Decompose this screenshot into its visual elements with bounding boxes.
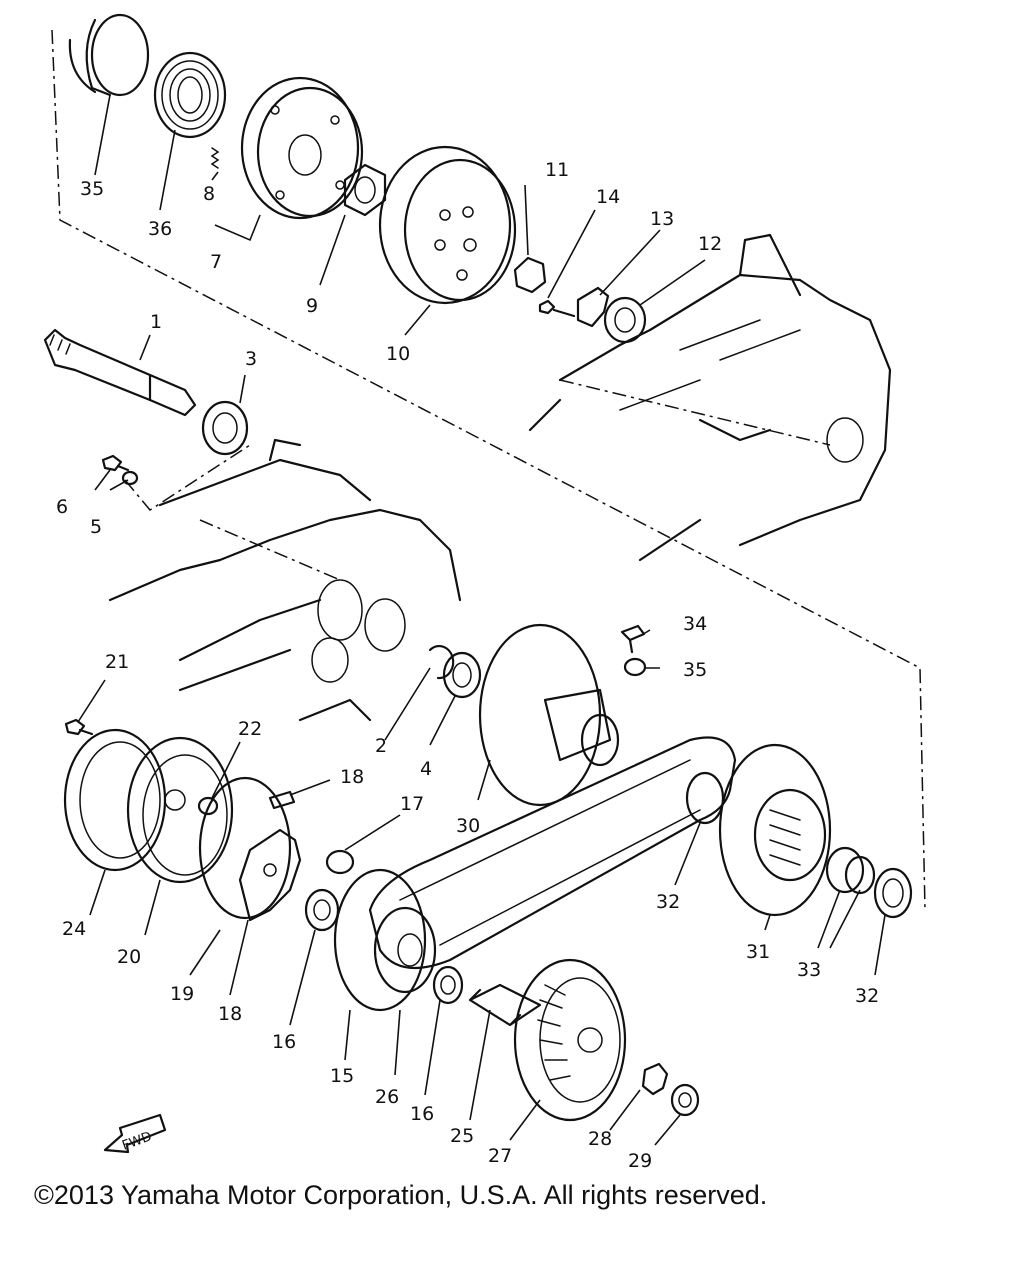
label-17: 17 <box>400 793 424 815</box>
part-1-primary-shaft <box>43 328 197 417</box>
part-7-clutch-carrier <box>240 76 364 220</box>
part-33-washer-2 <box>844 855 876 895</box>
label-18: 18 <box>218 1003 242 1025</box>
label-20: 19 <box>170 983 194 1005</box>
part-29-nut <box>670 1083 700 1117</box>
part-3-bearing <box>201 400 249 456</box>
label-24: 24 <box>62 918 86 940</box>
label-27: 27 <box>488 1145 512 1167</box>
label-25: 25 <box>450 1125 474 1147</box>
label-3: 3 <box>245 348 257 370</box>
label-35: 35 <box>683 659 707 681</box>
label-33: 33 <box>797 959 821 981</box>
part-21-cam-plate <box>126 736 234 884</box>
label-7: 7 <box>210 251 222 273</box>
label-23: 22 <box>238 718 262 740</box>
part-16-bearing-a <box>304 888 340 932</box>
part-25-collar <box>468 983 542 1027</box>
frame-line-top <box>51 29 926 911</box>
copyright-notice: ©2013 Yamaha Motor Corporation, U.S.A. A… <box>34 1180 768 1210</box>
label-4: 4 <box>420 758 432 780</box>
label-31: 31 <box>746 941 770 963</box>
label-32a: 32 <box>656 891 680 913</box>
label-11: 11 <box>545 159 569 181</box>
label-5: 5 <box>90 516 102 538</box>
label-15: 15 <box>330 1065 354 1087</box>
part-33-washer <box>825 846 865 894</box>
part-32-seal-upper <box>685 771 725 825</box>
part-37-clutch-housing <box>68 13 150 97</box>
leader-lines <box>77 94 886 1146</box>
label-36: 36 <box>148 218 172 240</box>
label-19: 18 <box>340 766 364 788</box>
part-18-ramp-plate <box>238 828 302 922</box>
crankcase <box>108 438 462 722</box>
label-12: 12 <box>698 233 722 255</box>
label-29: 29 <box>628 1150 652 1172</box>
part-22-screw <box>64 718 94 736</box>
label-10: 10 <box>386 343 410 365</box>
fwd-arrow-icon <box>103 1113 167 1154</box>
part-6-bolt <box>101 454 130 472</box>
part-35-collar <box>623 657 647 677</box>
label-13: 13 <box>650 208 674 230</box>
part-27-fan-sheave <box>513 958 627 1122</box>
label-32b: 32 <box>855 985 879 1007</box>
part-10-clutch-drum <box>378 145 517 305</box>
part-32-seal-lower <box>873 867 913 919</box>
part-11-nut <box>513 256 547 294</box>
label-28: 28 <box>588 1128 612 1150</box>
label-30: 30 <box>456 815 480 837</box>
label-1: 1 <box>150 311 162 333</box>
part-30-secondary-sheave <box>478 623 620 807</box>
frame-line-cover <box>559 379 831 446</box>
label-26: 26 <box>375 1086 399 1108</box>
part-2-circlip <box>428 645 455 680</box>
crankcase-cover <box>528 233 892 562</box>
fwd-label: FWD <box>120 1129 154 1153</box>
part-36-spring <box>153 51 227 139</box>
part-8-spring <box>210 147 220 169</box>
label-21: 20 <box>117 946 141 968</box>
part-15-movable-sheave <box>333 868 437 1012</box>
label-16a: 16 <box>272 1031 296 1053</box>
part-28-washer <box>641 1062 669 1096</box>
part-17-roller <box>325 849 355 875</box>
frame-line-case <box>199 519 341 581</box>
part-13-lock-washer <box>576 286 610 328</box>
part-31-fixed-sheave <box>718 743 832 917</box>
part-9-nut <box>343 163 387 217</box>
part-16-bearing-b <box>432 965 464 1005</box>
part-14-bolt <box>538 299 576 318</box>
label-8: 8 <box>203 183 215 205</box>
cover-hole <box>826 417 864 463</box>
part-19-slider <box>268 790 296 810</box>
part-23-bushing <box>197 796 219 816</box>
part-5-washer <box>121 470 139 486</box>
label-2: 2 <box>375 735 387 757</box>
label-6: 6 <box>56 496 68 518</box>
label-16b: 16 <box>410 1103 434 1125</box>
frame-line-shaft <box>124 444 251 511</box>
label-22: 21 <box>105 651 129 673</box>
part-20-o-ring <box>198 776 292 920</box>
label-37: 35 <box>80 178 104 200</box>
label-9: 9 <box>306 295 318 317</box>
label-14: 14 <box>596 186 620 208</box>
part-4-oil-seal <box>442 651 482 699</box>
label-34: 34 <box>683 613 707 635</box>
part-34-pin <box>620 624 646 654</box>
